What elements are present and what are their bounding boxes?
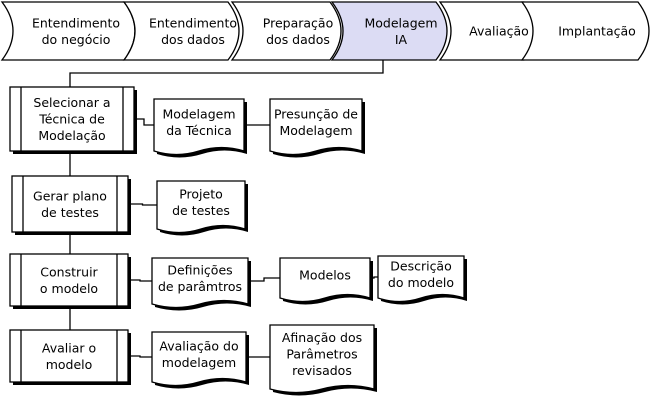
task-label: Técnica de <box>38 112 105 127</box>
task-box[interactable]: Construir o modelo <box>9 253 131 309</box>
phase-chevron <box>230 1 342 61</box>
task-frame <box>9 86 135 152</box>
output-document[interactable]: Projeto de testes <box>156 180 248 236</box>
document-label: Definições <box>167 262 232 277</box>
output-document[interactable]: Presunção de Modelagem <box>269 98 365 158</box>
task-label: Avaliar o <box>42 340 96 355</box>
output-connector <box>134 118 154 126</box>
document-shape <box>153 98 245 156</box>
document-label: Parâmetros <box>286 347 357 362</box>
output-connector <box>128 203 157 206</box>
output-connector <box>248 277 280 282</box>
document-label: da Técnica <box>166 123 232 138</box>
document-shape <box>377 255 465 303</box>
phase-label: Avaliação <box>469 24 529 39</box>
phase-label: Preparação <box>263 15 333 30</box>
document-label: de parâmtros <box>158 279 242 294</box>
task-frame <box>9 329 129 383</box>
document-shape <box>151 331 247 387</box>
phase-task-connector <box>69 60 384 87</box>
output-document[interactable]: Modelagem da Técnica <box>153 98 247 158</box>
phase-label: Entendimento <box>149 15 237 30</box>
phase-business[interactable]: Entendimento do negócio <box>0 1 136 61</box>
task-box[interactable]: Avaliar o modelo <box>9 329 131 385</box>
task-label: Selecionar a <box>33 95 110 110</box>
output-connector <box>128 355 152 358</box>
task-frame <box>11 175 129 233</box>
output-document[interactable]: Descrição do modelo <box>377 255 467 305</box>
document-label: Projeto <box>179 186 223 201</box>
output-document[interactable]: Modelos <box>279 257 373 305</box>
phase-bar: Entendimento do negócio Entendimento dos da… <box>0 1 650 61</box>
phase-data[interactable]: Entendimento dos dados <box>122 1 240 61</box>
document-shape <box>269 324 375 394</box>
document-label: modelagem <box>162 355 236 370</box>
document-label: do modelo <box>388 275 454 290</box>
phase-deployment[interactable]: Implantação <box>520 1 650 61</box>
output-document[interactable]: Avaliação do modelagem <box>151 331 249 389</box>
phase-label: dos dados <box>161 32 225 47</box>
phase-label: Modelagem <box>365 15 438 30</box>
phase-label: do negócio <box>42 32 111 47</box>
document-label: Descrição <box>390 258 452 273</box>
document-label: Modelagem <box>280 123 353 138</box>
phase-chevron <box>520 1 650 61</box>
phase-prep[interactable]: Preparação dos dados <box>230 1 342 61</box>
document-label: Presunção de <box>274 106 358 121</box>
phase-evaluation[interactable]: Avaliação <box>438 1 536 61</box>
document-label: de testes <box>172 203 230 218</box>
document-shape <box>151 257 249 309</box>
task-frame <box>9 253 129 307</box>
output-connector <box>128 279 152 282</box>
document-shape <box>269 98 363 156</box>
phase-chevron <box>122 1 240 61</box>
connectors <box>69 60 384 358</box>
task-label: Modelação <box>38 128 105 143</box>
document-label: Modelos <box>299 268 351 283</box>
output-documents: Modelagem da Técnica Presunção de Modelagem… <box>151 98 467 396</box>
task-label: de testes <box>41 205 99 220</box>
task-label: modelo <box>46 357 93 372</box>
phase-label: Entendimento <box>32 15 120 30</box>
document-label: Avaliação do <box>159 338 238 353</box>
document-label: Afinação dos <box>282 330 362 345</box>
task-label: o modelo <box>40 281 98 296</box>
phase-label: IA <box>395 32 408 47</box>
output-document[interactable]: Definições de parâmtros <box>151 257 251 311</box>
document-shape <box>279 257 371 303</box>
phase-chevron <box>330 1 448 61</box>
document-label: revisados <box>292 363 352 378</box>
task-label: Construir <box>40 264 98 279</box>
phase-label: Implantação <box>558 24 636 39</box>
task-box[interactable]: Gerar plano de testes <box>11 175 131 235</box>
phase-label: dos dados <box>266 32 330 47</box>
document-shape <box>156 180 246 234</box>
task-label: Gerar plano <box>33 188 107 203</box>
document-label: Modelagem <box>163 106 236 121</box>
